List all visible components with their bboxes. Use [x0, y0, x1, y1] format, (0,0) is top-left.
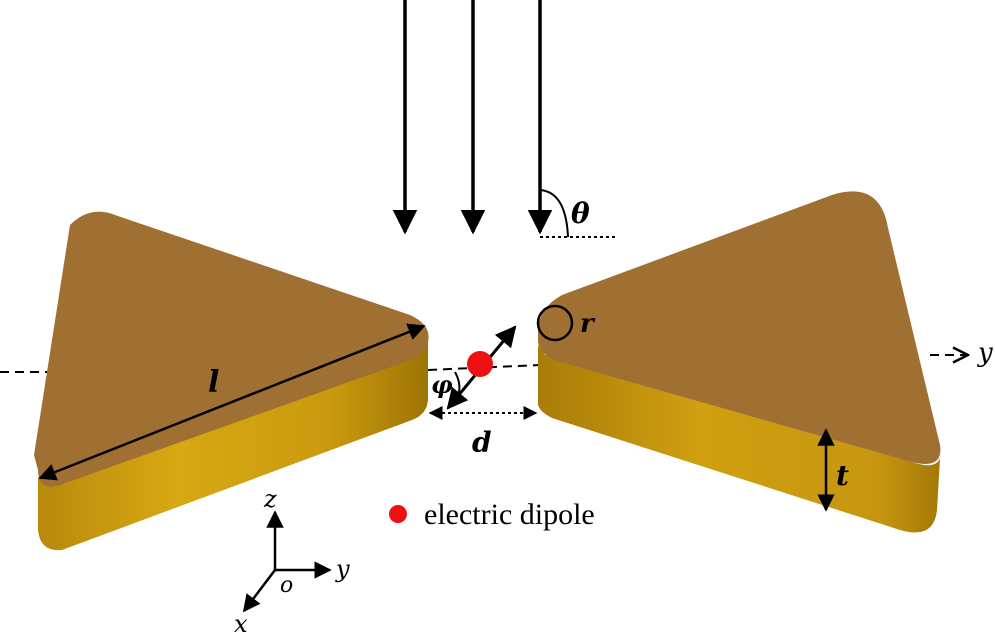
dipole-marker [467, 351, 493, 377]
coordinate-system [242, 510, 332, 613]
r-label: r [580, 309, 596, 339]
theta-angle-indicator [539, 189, 615, 238]
coord-o-label: o [280, 573, 293, 598]
dipole-polarization [446, 325, 517, 410]
l-dimension-arrow [38, 323, 426, 481]
coord-z-label: z [263, 485, 277, 513]
theta-label: θ [571, 197, 590, 230]
incident-wave-arrows [392, 0, 553, 235]
right-prism-top [538, 191, 941, 464]
corner-radius-circle [536, 304, 574, 342]
legend-dipole-dot [389, 505, 407, 523]
phi-label: φ [431, 370, 453, 399]
legend-label: electric dipole [424, 498, 595, 531]
y-axis-label: y [977, 338, 993, 368]
coord-y-label: y [335, 555, 350, 583]
coord-x-label: x [234, 610, 248, 638]
left-triangle-prism [34, 211, 429, 551]
t-label: t [836, 459, 849, 492]
right-triangle-prism [538, 191, 941, 533]
right-prism-side [538, 345, 940, 533]
d-label: d [472, 426, 492, 459]
l-label: l [208, 365, 219, 400]
